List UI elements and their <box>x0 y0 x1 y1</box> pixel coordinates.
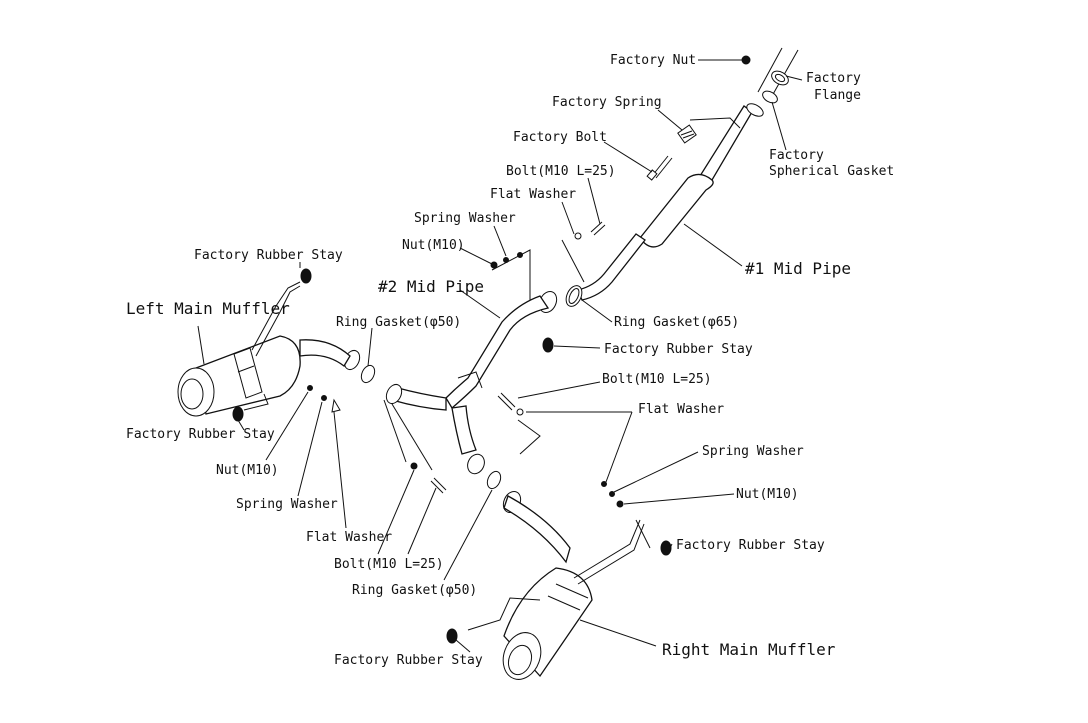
rubber-stay-right-part <box>660 540 672 556</box>
factory-pipe-stub <box>757 47 799 97</box>
rubber-stay-left-part <box>232 406 244 422</box>
label-factory-spherical-gasket-1: Factory <box>769 148 824 163</box>
ring-gasket-50-top-part <box>360 364 376 384</box>
mid-pipe-2-part <box>385 290 558 475</box>
bottom-fastener-set <box>383 399 447 494</box>
left-fastener-set <box>307 385 341 413</box>
label-factory-flange-1: Factory <box>806 71 861 86</box>
right-fastener-set <box>497 392 624 508</box>
label-flat-washer-left: Flat Washer <box>306 530 392 545</box>
rubber-stay-top-left-part <box>300 268 312 284</box>
label-ring-gasket-50-bottom: Ring Gasket(φ50) <box>352 583 477 598</box>
label-factory-rubber-stay-top-left: Factory Rubber Stay <box>194 248 343 263</box>
factory-spherical-gasket-part <box>762 90 778 104</box>
label-factory-rubber-stay-bottom: Factory Rubber Stay <box>334 653 483 668</box>
label-bolt-top: Bolt(M10 L=25) <box>506 164 616 179</box>
label-mid-pipe-1: #1 Mid Pipe <box>745 259 851 278</box>
label-nut-left: Nut(M10) <box>216 463 279 478</box>
mid-pipe-1-part <box>577 103 764 301</box>
label-factory-rubber-stay-right: Factory Rubber Stay <box>676 538 825 553</box>
factory-bolt-part <box>646 155 673 181</box>
label-factory-nut: Factory Nut <box>610 53 696 68</box>
label-spring-washer-right: Spring Washer <box>702 444 804 459</box>
rubber-stay-bottom-part <box>446 628 458 644</box>
label-spring-washer-top: Spring Washer <box>414 211 516 226</box>
leader-lines <box>197 59 803 653</box>
label-bolt-right: Bolt(M10 L=25) <box>602 372 712 387</box>
label-right-main-muffler: Right Main Muffler <box>662 640 836 659</box>
rubber-stay-center-part <box>542 337 554 353</box>
label-flat-washer-right: Flat Washer <box>638 402 724 417</box>
label-ring-gasket-65: Ring Gasket(φ65) <box>614 315 739 330</box>
label-bolt-bottom: Bolt(M10 L=25) <box>334 557 444 572</box>
factory-spring-part <box>677 124 697 144</box>
label-spring-washer-left: Spring Washer <box>236 497 338 512</box>
label-nut-top: Nut(M10) <box>402 238 465 253</box>
label-factory-rubber-stay-center: Factory Rubber Stay <box>604 342 753 357</box>
label-left-main-muffler: Left Main Muffler <box>126 299 290 318</box>
label-ring-gasket-50-top: Ring Gasket(φ50) <box>336 315 461 330</box>
label-flat-washer-top: Flat Washer <box>490 187 576 202</box>
label-factory-spring: Factory Spring <box>552 95 662 110</box>
label-factory-flange-2: Flange <box>814 88 861 103</box>
label-factory-rubber-stay-left: Factory Rubber Stay <box>126 427 275 442</box>
label-nut-right: Nut(M10) <box>736 487 799 502</box>
label-mid-pipe-2: #2 Mid Pipe <box>378 277 484 296</box>
label-factory-bolt: Factory Bolt <box>513 130 607 145</box>
right-main-muffler-part <box>467 490 651 680</box>
label-factory-spherical-gasket-2: Spherical Gasket <box>769 164 894 179</box>
ring-gasket-50-bottom-part <box>486 470 502 490</box>
left-main-muffler-part <box>177 281 351 417</box>
